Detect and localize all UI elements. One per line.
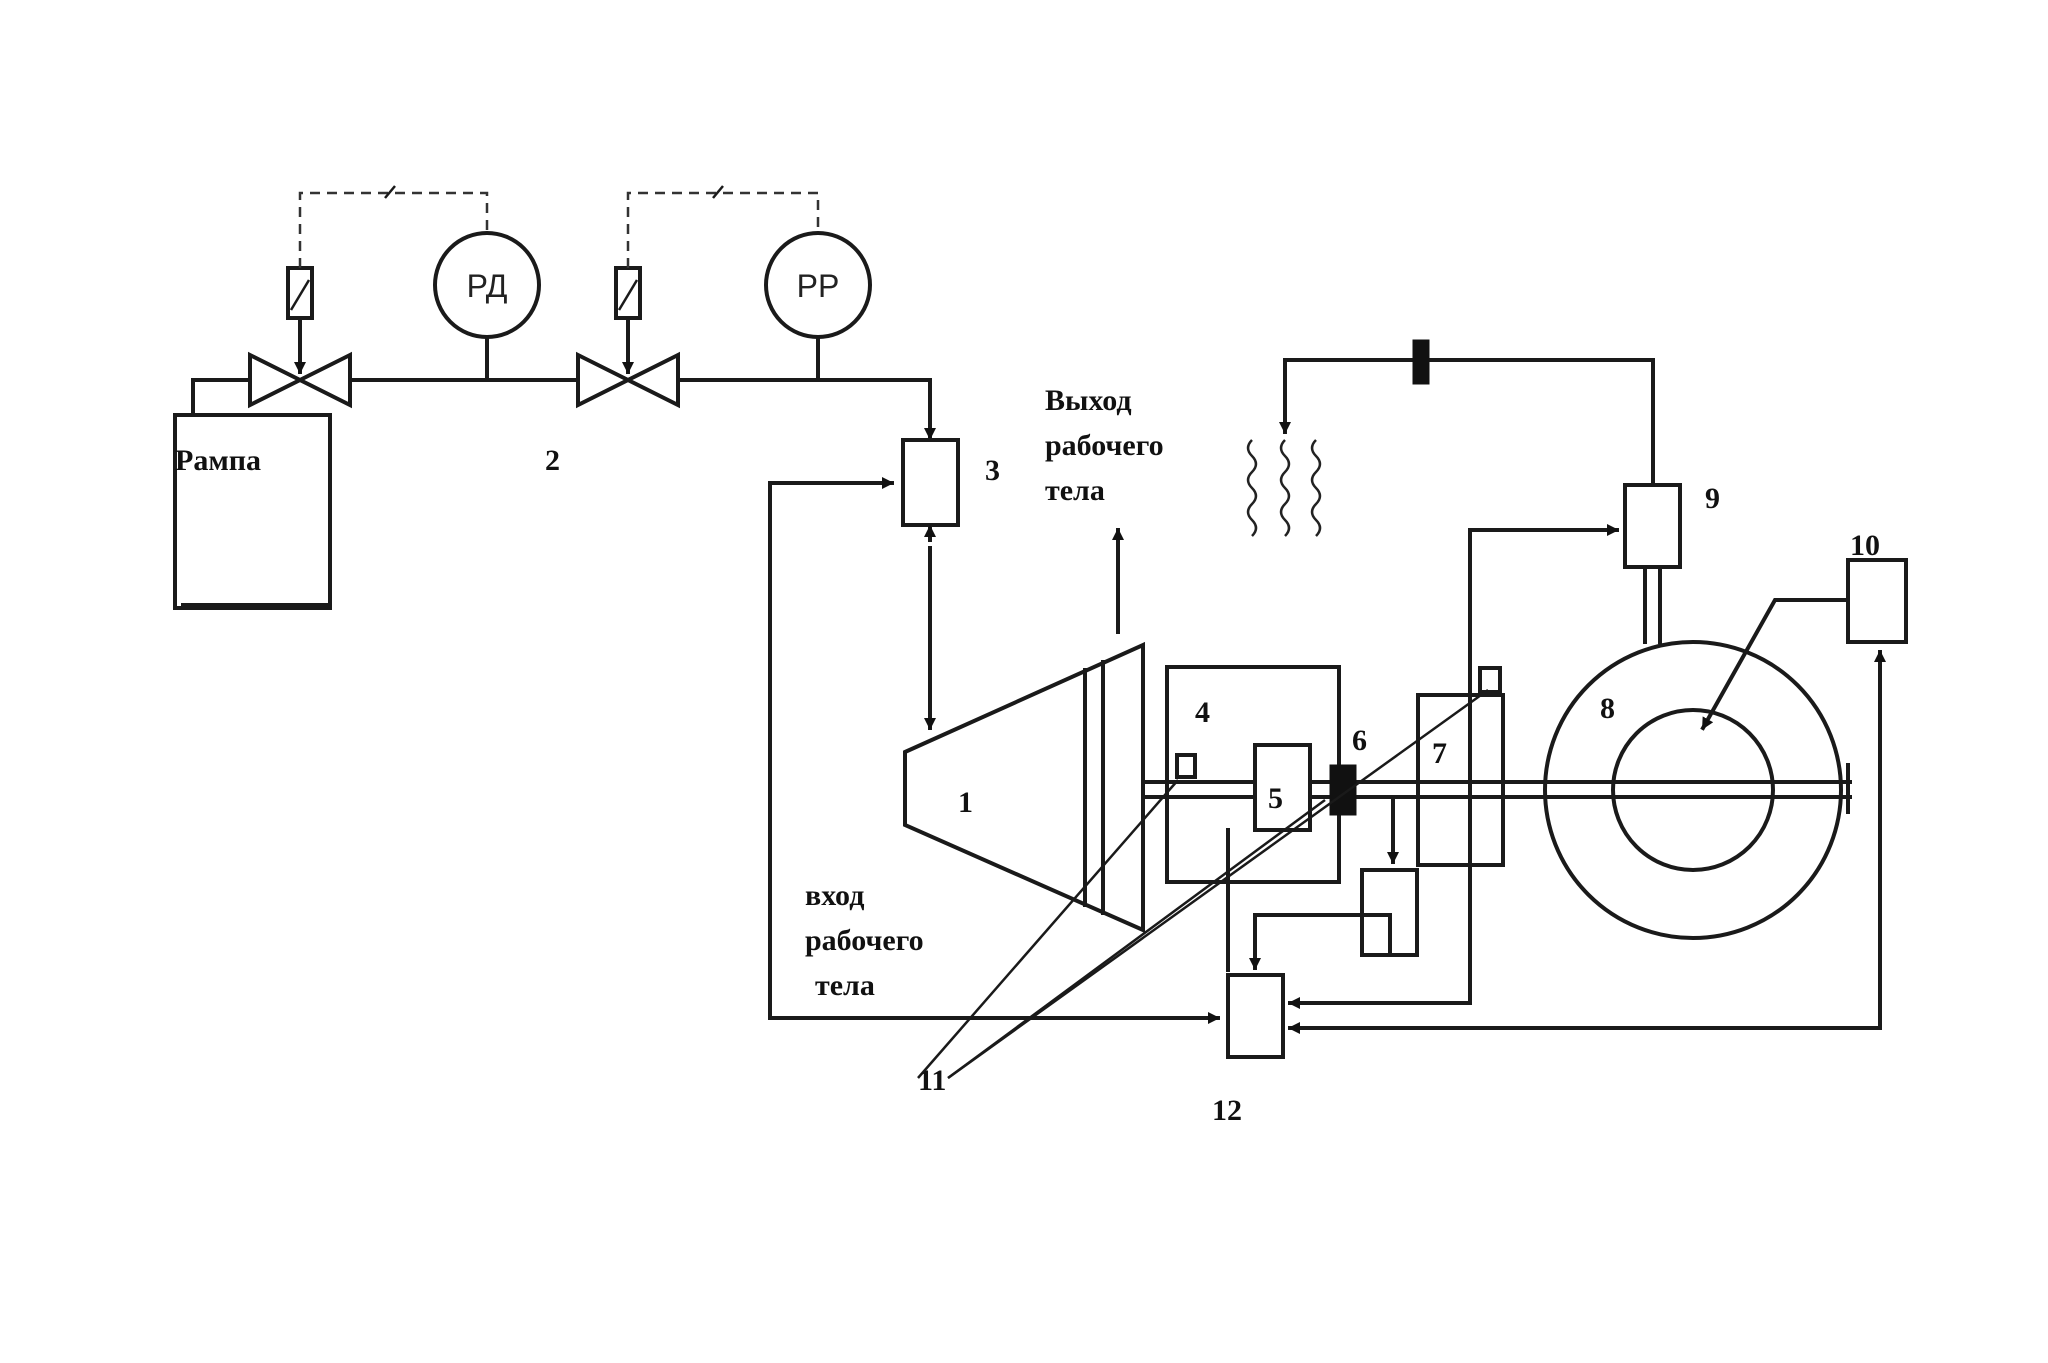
inlet-caption-2: рабочего: [805, 924, 924, 957]
label-10: 10: [1850, 529, 1880, 562]
block-10: [1846, 558, 1908, 644]
valve-1: [248, 266, 352, 409]
gauge-rd-label: РД: [467, 268, 508, 304]
link-aux-to-12: [1249, 913, 1392, 970]
label-2: 2: [545, 444, 560, 477]
inlet-caption-3: тела: [815, 969, 875, 1002]
switch-block: [1412, 339, 1430, 385]
inlet-caption-1: вход: [805, 879, 864, 912]
link-12-to-10: [1308, 650, 1886, 1030]
label-9: 9: [1705, 482, 1720, 515]
pressure-gauge-rd: [433, 231, 541, 382]
inlet-line: [768, 477, 1217, 1020]
shaft: [1141, 763, 1852, 814]
sensor-small-7: [1478, 666, 1502, 694]
label-11: 11: [918, 1064, 946, 1097]
ramp-label: Рампа: [175, 444, 261, 477]
pressure-gauge-rr: [764, 231, 872, 382]
controller-12: [1226, 973, 1285, 1059]
heater-circuit: [1279, 358, 1655, 487]
label-6: 6: [1352, 724, 1367, 757]
label-8: 8: [1600, 692, 1615, 725]
label-7: 7: [1432, 737, 1447, 770]
exit-caption-3: тела: [1045, 474, 1105, 507]
label-1: 1: [958, 786, 973, 819]
block-9: [1623, 483, 1682, 569]
label-4: 4: [1195, 696, 1210, 729]
block-7: [1416, 693, 1505, 867]
exit-caption-1: Выход: [1045, 384, 1132, 417]
leader-lines-11: [917, 688, 1489, 1080]
valve-2: [576, 266, 680, 409]
exit-caption-2: рабочего: [1045, 429, 1164, 462]
label-12: 12: [1212, 1094, 1242, 1127]
ramp-tank: [173, 378, 332, 610]
feedback-lines: [298, 185, 820, 268]
link-10-to-8: [1700, 598, 1850, 731]
link-to-9: [1468, 524, 1619, 1005]
label-3: 3: [985, 454, 1000, 487]
block-3: [901, 438, 960, 527]
sensor-small-4: [1175, 753, 1197, 779]
generator-8: [1543, 640, 1843, 940]
coupling-6: [1329, 764, 1357, 816]
label-5: 5: [1268, 782, 1283, 815]
gauge-rr-label: РР: [797, 268, 840, 304]
heater-coil-icon: [1246, 439, 1322, 537]
turbine-1: [903, 641, 1145, 934]
